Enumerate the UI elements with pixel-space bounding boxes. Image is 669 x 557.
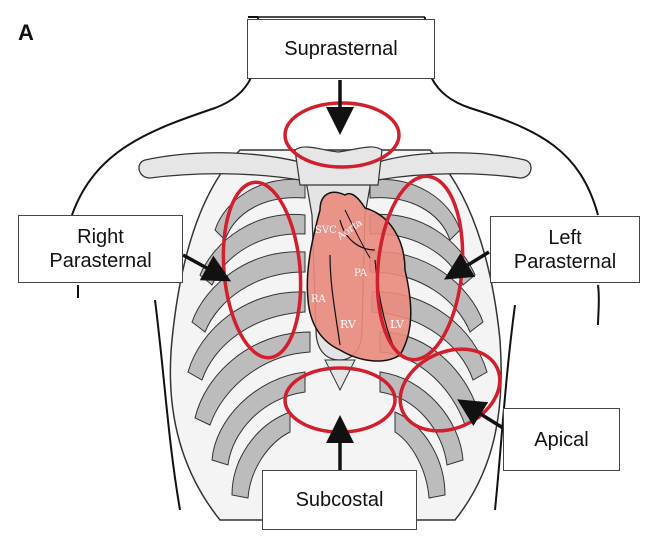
arrow-right-parasternal [182, 253, 232, 282]
heart-label-rv: RV [340, 318, 357, 331]
label-right-parasternal: Right Parasternal [18, 215, 183, 283]
heart-label-pa: PA [354, 268, 368, 279]
label-apical: Apical [503, 408, 620, 471]
heart-label-svc: SVC [315, 225, 337, 236]
heart-label-lv: LV [390, 318, 405, 331]
heart: SVC Aorta PA RA RV LV [306, 191, 412, 362]
arrow-left-parasternal [444, 250, 490, 280]
heart-label-ra: RA [311, 294, 327, 305]
panel-letter: A [18, 20, 34, 45]
label-subcostal: Subcostal [262, 470, 417, 530]
arrow-apical [457, 399, 504, 430]
ring-suprasternal [283, 101, 401, 169]
label-left-parasternal: Left Parasternal [490, 216, 640, 283]
label-suprasternal: Suprasternal [247, 19, 435, 79]
